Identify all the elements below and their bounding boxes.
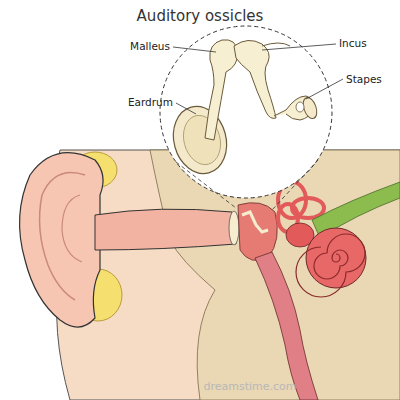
diagram-title: Auditory ossicles (137, 7, 264, 25)
leader-line (262, 44, 336, 50)
leader-line (306, 79, 343, 99)
part-label: Incus (339, 37, 367, 49)
part-label: Malleus (130, 40, 170, 52)
leader-line (173, 47, 216, 52)
leader-line (176, 103, 196, 114)
watermark: dreamstime.com (203, 380, 296, 393)
part-label: Stapes (346, 73, 382, 85)
part-label: Eardrum (128, 96, 173, 108)
